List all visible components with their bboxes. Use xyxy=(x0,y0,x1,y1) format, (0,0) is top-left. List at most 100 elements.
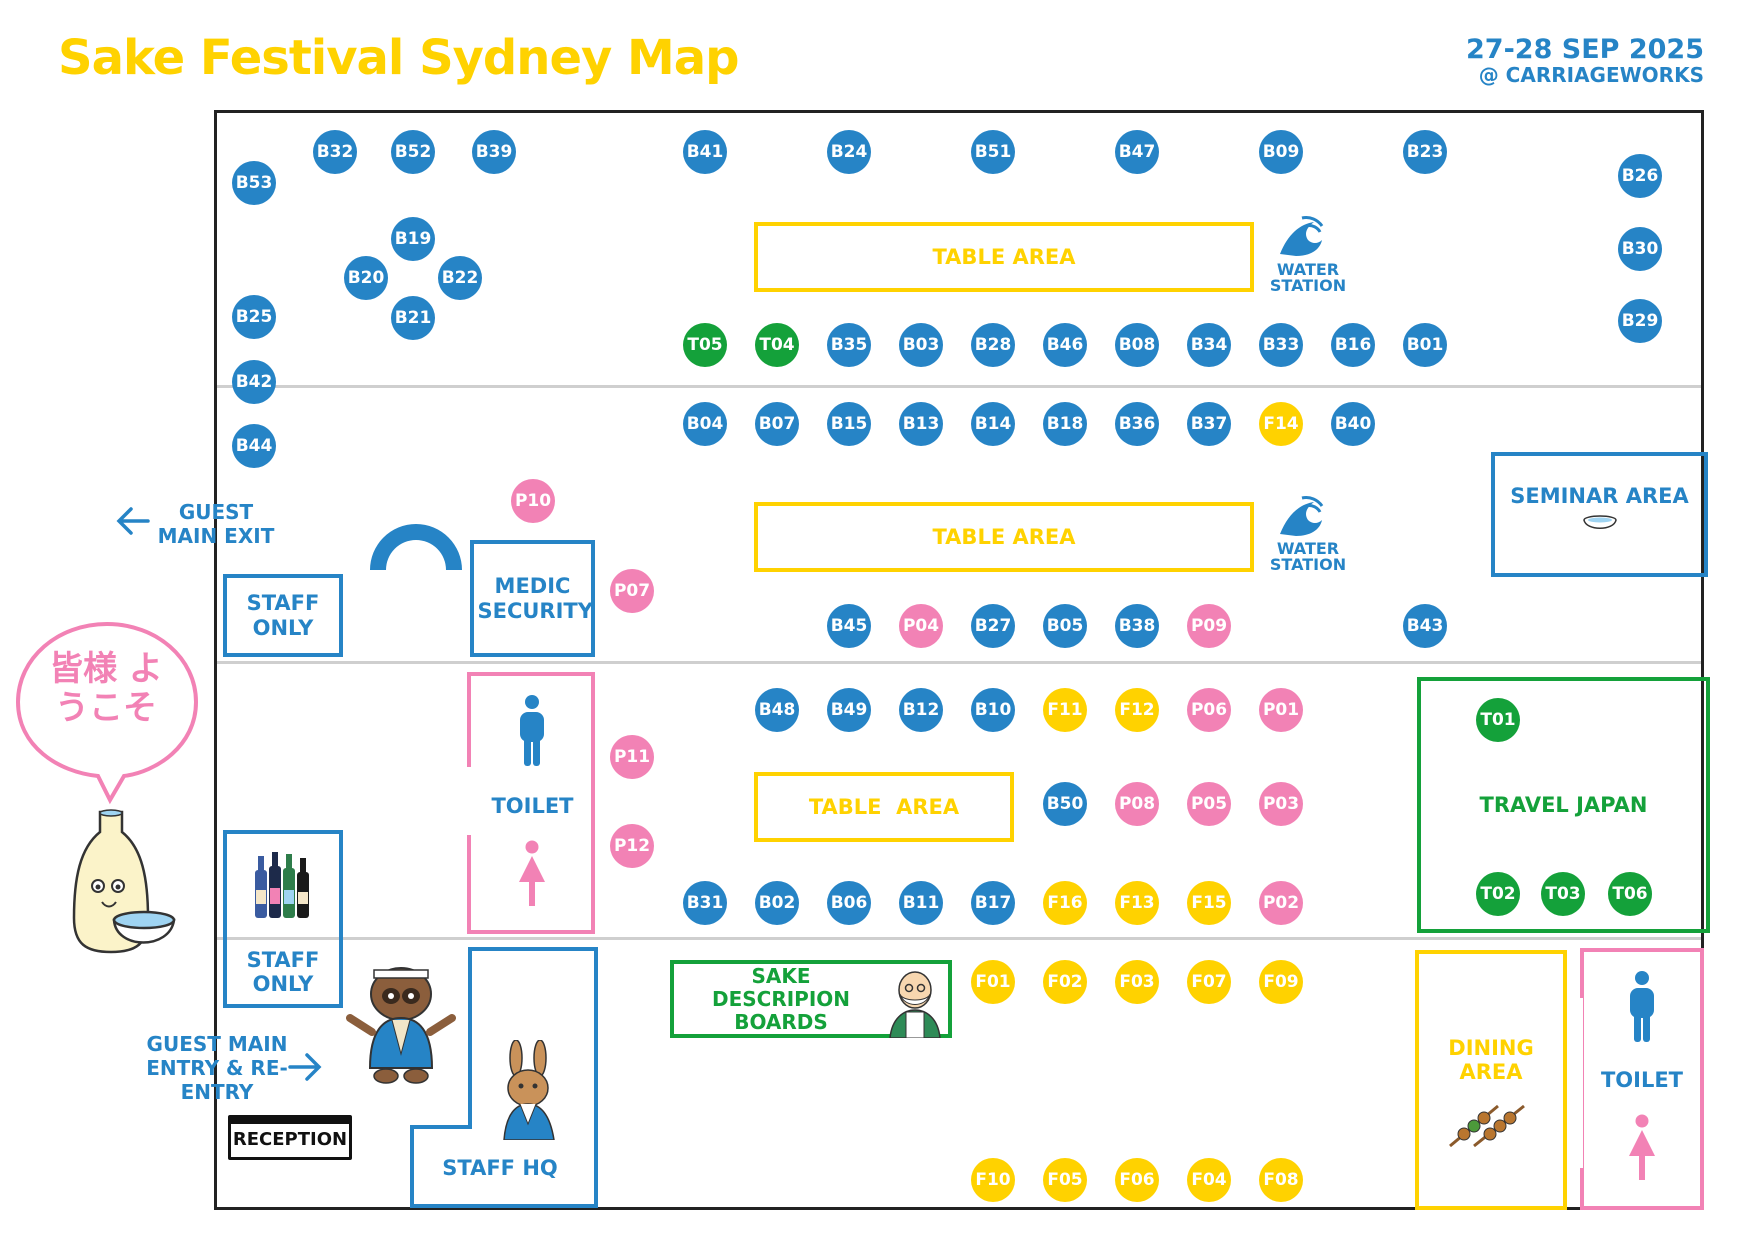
guest-entry-label: GUEST MAIN ENTRY & RE-ENTRY xyxy=(146,1032,288,1104)
booth-f03[interactable]: F03 xyxy=(1115,960,1159,1004)
booth-b20[interactable]: B20 xyxy=(344,256,388,300)
booth-p04[interactable]: P04 xyxy=(899,604,943,648)
arch-icon xyxy=(370,524,462,570)
staff-hq-area xyxy=(410,947,598,1208)
booth-b42[interactable]: B42 xyxy=(232,360,276,404)
booth-b12[interactable]: B12 xyxy=(899,688,943,732)
booth-b51[interactable]: B51 xyxy=(971,130,1015,174)
booth-f11[interactable]: F11 xyxy=(1043,688,1087,732)
booth-b40[interactable]: B40 xyxy=(1331,402,1375,446)
booth-f08[interactable]: F08 xyxy=(1259,1158,1303,1202)
booth-b05[interactable]: B05 xyxy=(1043,604,1087,648)
booth-t06[interactable]: T06 xyxy=(1608,872,1652,916)
booth-p02[interactable]: P02 xyxy=(1259,881,1303,925)
booth-b38[interactable]: B38 xyxy=(1115,604,1159,648)
booth-b28[interactable]: B28 xyxy=(971,323,1015,367)
booth-b45[interactable]: B45 xyxy=(827,604,871,648)
booth-b07[interactable]: B07 xyxy=(755,402,799,446)
booth-b26[interactable]: B26 xyxy=(1618,154,1662,198)
booth-b23[interactable]: B23 xyxy=(1403,130,1447,174)
booth-b34[interactable]: B34 xyxy=(1187,323,1231,367)
booth-p06[interactable]: P06 xyxy=(1187,688,1231,732)
booth-b21[interactable]: B21 xyxy=(391,296,435,340)
booth-b43[interactable]: B43 xyxy=(1403,604,1447,648)
booth-t05[interactable]: T05 xyxy=(683,323,727,367)
booth-f15[interactable]: F15 xyxy=(1187,881,1231,925)
booth-b47[interactable]: B47 xyxy=(1115,130,1159,174)
booth-b36[interactable]: B36 xyxy=(1115,402,1159,446)
booth-b01[interactable]: B01 xyxy=(1403,323,1447,367)
booth-b14[interactable]: B14 xyxy=(971,402,1015,446)
booth-b16[interactable]: B16 xyxy=(1331,323,1375,367)
booth-b39[interactable]: B39 xyxy=(472,130,516,174)
booth-f02[interactable]: F02 xyxy=(1043,960,1087,1004)
booth-b52[interactable]: B52 xyxy=(391,130,435,174)
female-icon xyxy=(519,840,545,906)
booth-b30[interactable]: B30 xyxy=(1618,227,1662,271)
booth-p07[interactable]: P07 xyxy=(610,569,654,613)
booth-b49[interactable]: B49 xyxy=(827,688,871,732)
welcome-text: 皆様 ようこそ xyxy=(49,649,163,729)
booth-f04[interactable]: F04 xyxy=(1187,1158,1231,1202)
water-wave-icon xyxy=(1280,496,1324,536)
booth-f16[interactable]: F16 xyxy=(1043,881,1087,925)
booth-b50[interactable]: B50 xyxy=(1043,782,1087,826)
booth-b09[interactable]: B09 xyxy=(1259,130,1303,174)
booth-b35[interactable]: B35 xyxy=(827,323,871,367)
booth-f13[interactable]: F13 xyxy=(1115,881,1159,925)
booth-b02[interactable]: B02 xyxy=(755,881,799,925)
booth-b13[interactable]: B13 xyxy=(899,402,943,446)
staff-only-area: STAFF ONLY xyxy=(223,830,343,1008)
booth-b19[interactable]: B19 xyxy=(391,217,435,261)
booth-b22[interactable]: B22 xyxy=(438,256,482,300)
booth-p10[interactable]: P10 xyxy=(511,479,555,523)
sake-bottle-mascot-icon xyxy=(72,809,176,954)
booth-b15[interactable]: B15 xyxy=(827,402,871,446)
booth-b27[interactable]: B27 xyxy=(971,604,1015,648)
booth-t02[interactable]: T02 xyxy=(1476,872,1520,916)
booth-f06[interactable]: F06 xyxy=(1115,1158,1159,1202)
booth-p05[interactable]: P05 xyxy=(1187,782,1231,826)
booth-b04[interactable]: B04 xyxy=(683,402,727,446)
booth-b53[interactable]: B53 xyxy=(232,161,276,205)
booth-b11[interactable]: B11 xyxy=(899,881,943,925)
booth-b17[interactable]: B17 xyxy=(971,881,1015,925)
kangaroo-character-icon xyxy=(503,1040,555,1140)
booth-b08[interactable]: B08 xyxy=(1115,323,1159,367)
booth-b48[interactable]: B48 xyxy=(755,688,799,732)
booth-b31[interactable]: B31 xyxy=(683,881,727,925)
booth-p12[interactable]: P12 xyxy=(610,824,654,868)
booth-b41[interactable]: B41 xyxy=(683,130,727,174)
booth-p11[interactable]: P11 xyxy=(610,735,654,779)
booth-t01[interactable]: T01 xyxy=(1476,698,1520,742)
booth-b25[interactable]: B25 xyxy=(232,295,276,339)
booth-p03[interactable]: P03 xyxy=(1259,782,1303,826)
booth-b29[interactable]: B29 xyxy=(1618,299,1662,343)
booth-f07[interactable]: F07 xyxy=(1187,960,1231,1004)
booth-b44[interactable]: B44 xyxy=(232,424,276,468)
booth-b37[interactable]: B37 xyxy=(1187,402,1231,446)
staff-only-area: STAFF ONLY xyxy=(223,574,343,657)
booth-p01[interactable]: P01 xyxy=(1259,688,1303,732)
booth-f09[interactable]: F09 xyxy=(1259,960,1303,1004)
booth-p08[interactable]: P08 xyxy=(1115,782,1159,826)
booth-f10[interactable]: F10 xyxy=(971,1158,1015,1202)
booth-p09[interactable]: P09 xyxy=(1187,604,1231,648)
medic-security-area: MEDIC SECURITY xyxy=(470,540,595,657)
booth-b10[interactable]: B10 xyxy=(971,688,1015,732)
booth-b46[interactable]: B46 xyxy=(1043,323,1087,367)
booth-t04[interactable]: T04 xyxy=(755,323,799,367)
booth-b33[interactable]: B33 xyxy=(1259,323,1303,367)
booth-b06[interactable]: B06 xyxy=(827,881,871,925)
booth-f12[interactable]: F12 xyxy=(1115,688,1159,732)
booth-b18[interactable]: B18 xyxy=(1043,402,1087,446)
arrow-right-icon xyxy=(288,1053,322,1081)
booth-b03[interactable]: B03 xyxy=(899,323,943,367)
booth-f01[interactable]: F01 xyxy=(971,960,1015,1004)
booth-b24[interactable]: B24 xyxy=(827,130,871,174)
booth-f14[interactable]: F14 xyxy=(1259,402,1303,446)
booth-f05[interactable]: F05 xyxy=(1043,1158,1087,1202)
booth-b32[interactable]: B32 xyxy=(313,130,357,174)
booth-t03[interactable]: T03 xyxy=(1541,872,1585,916)
reception-label: RECEPTION xyxy=(232,1129,348,1151)
